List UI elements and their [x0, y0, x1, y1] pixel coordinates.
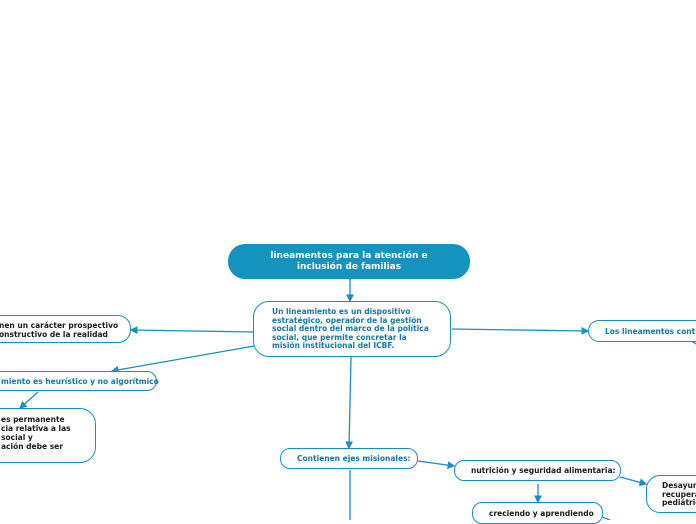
prospective-node[interactable]: nen un carácter prospectivo onstructivo … [0, 315, 131, 343]
contrib-node[interactable]: Los lineamentos contri [588, 320, 696, 342]
link-center-axes [345, 356, 354, 450]
root-title: lineamentos para la atención e inclusión… [270, 250, 428, 272]
permanent-line-4: ación debe ser [1, 442, 63, 451]
link-heuristic-permanent [19, 391, 39, 409]
breakfast-line-1: Desayune [662, 481, 696, 490]
breakfast-node[interactable]: Desayune recupera pediátric [646, 475, 696, 513]
permanent-line-3: social y [1, 433, 33, 442]
link-center-heuristic [110, 345, 255, 374]
permanent-line-2: cia relativa a las [1, 424, 71, 433]
breakfast-line-3: pediátric [662, 498, 696, 507]
heuristic-node[interactable]: miento es heurístico y no algorítmico [0, 371, 159, 391]
growing-node[interactable]: creciendo y aprendiendo [472, 502, 603, 524]
center-text: Un lineamiento es un dispositivo estraté… [272, 307, 429, 351]
permanent-node[interactable]: es permanente cia relativa a las social … [0, 408, 96, 463]
heuristic-text: miento es heurístico y no algorítmico [1, 377, 159, 386]
breakfast-line-2: recupera [662, 489, 696, 499]
center-node[interactable]: Un lineamiento es un dispositivo estraté… [253, 301, 451, 357]
root-node[interactable]: lineamentos para la atención e inclusión… [228, 244, 470, 279]
permanent-line-1: es permanente [1, 415, 65, 424]
link-center-contrib [451, 327, 590, 335]
nutrition-node[interactable]: nutrición y seguridad alimentaria: [454, 460, 621, 481]
contrib-text: Los lineamentos contri [605, 327, 696, 336]
axes-node[interactable]: Contienen ejes misionales: [280, 448, 418, 469]
axes-text: Contienen ejes misionales: [297, 454, 411, 463]
link-nutrition-breakfast [619, 476, 648, 487]
link-center-prospective [129, 326, 256, 335]
nutrition-text: nutrición y seguridad alimentaria: [471, 466, 616, 475]
link-axes-nutrition [417, 460, 456, 469]
growing-text: creciendo y aprendiendo [489, 509, 594, 518]
prospective-line-2: onstructivo de la realidad [0, 330, 108, 339]
prospective-line-1: nen un carácter prospectivo [0, 321, 119, 330]
